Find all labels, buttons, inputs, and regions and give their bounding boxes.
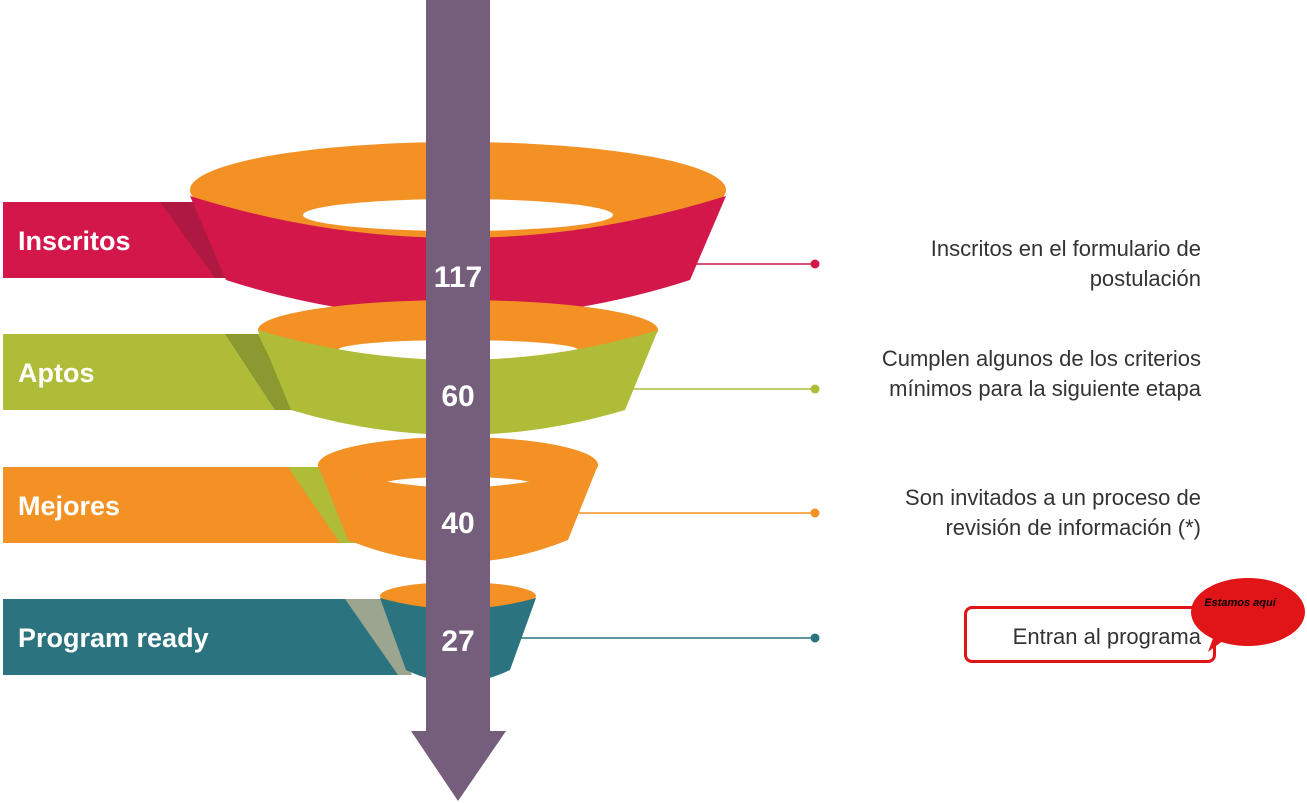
stage-description-inscritos: Inscritos en el formulario de postulació… [930,236,1201,291]
connector-dot-inscritos [810,259,820,269]
stage-label-program-ready: Program ready [18,623,209,653]
speech-bubble-icon [1191,578,1305,652]
fold-shadow [160,202,235,278]
fold-shadow [345,599,412,675]
connector-dot-mejores [810,508,820,518]
stage-label-inscritos: Inscritos [18,226,131,256]
current-stage-highlight [964,606,1216,663]
stage-value-mejores: 40 [441,507,474,540]
stage-label-mejores: Mejores [18,491,120,521]
callout-label: Estamos aquí [1204,597,1276,609]
flow-arrow-shaft [426,0,490,735]
fold-shadow [225,334,295,410]
stage-value-inscritos: 117 [434,261,482,294]
stage-description-program-ready: Entran al programa [1012,624,1201,649]
stage-value-aptos: 60 [441,380,474,413]
stage-description-mejores: Son invitados a un proceso de revisión d… [905,485,1201,540]
flow-arrow-head [411,731,506,801]
connector-dot-aptos [810,384,820,394]
stage-description-aptos: Cumplen algunos de los criterios mínimos… [881,346,1201,401]
stage-bar-program-ready [3,599,410,675]
stage-value-program-ready: 27 [441,625,474,658]
stage-label-aptos: Aptos [18,358,95,388]
connector-dot-program-ready [810,633,820,643]
stage-bar-mejores [3,467,355,543]
fold-shadow [288,467,355,543]
